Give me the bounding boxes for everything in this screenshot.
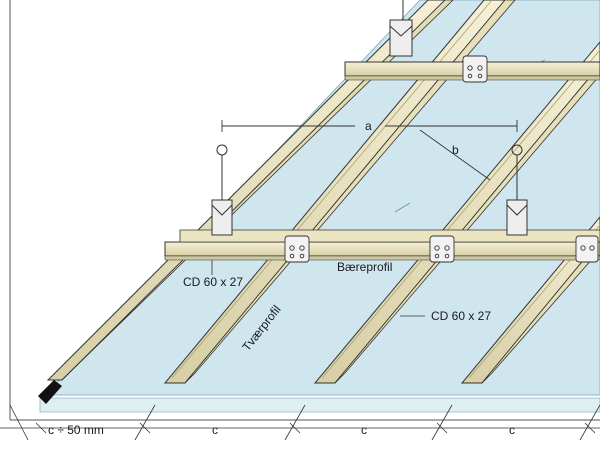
spacing-c-label-2: c: [361, 423, 367, 437]
cd-profile-right-label: CD 60 x 27: [431, 309, 491, 323]
connector-1: [284, 235, 310, 263]
spacing-c-label-3: c: [509, 423, 515, 437]
connector-4: [462, 55, 488, 83]
dimension-a-label: a: [365, 119, 372, 133]
cross-profile-2: [313, 41, 600, 384]
edge-distance-label: c ÷ 50 mm: [48, 423, 104, 437]
hanger-3: [389, 0, 413, 57]
hangers: [211, 0, 528, 236]
cd-profile-top-label: CD 60 x 27: [183, 275, 243, 289]
bottom-dimension-chain: [0, 404, 600, 441]
board-edge-strip: [39, 397, 600, 413]
spacing-c-label-1: c: [212, 423, 218, 437]
dimension-b-label: b: [452, 143, 459, 157]
bearing-profile-label: Bæreprofil: [337, 260, 392, 274]
hanger-2: [506, 144, 528, 236]
bearing-profile: [164, 229, 600, 261]
leader-lines: [211, 260, 425, 317]
dimension-a: [221, 120, 518, 132]
dimension-b-line: [419, 129, 491, 181]
hanger-1: [211, 144, 233, 236]
connector-2: [429, 235, 455, 263]
connector-3: [575, 235, 599, 263]
edge-profile: [38, 0, 454, 404]
cross-connectors: [284, 55, 599, 263]
